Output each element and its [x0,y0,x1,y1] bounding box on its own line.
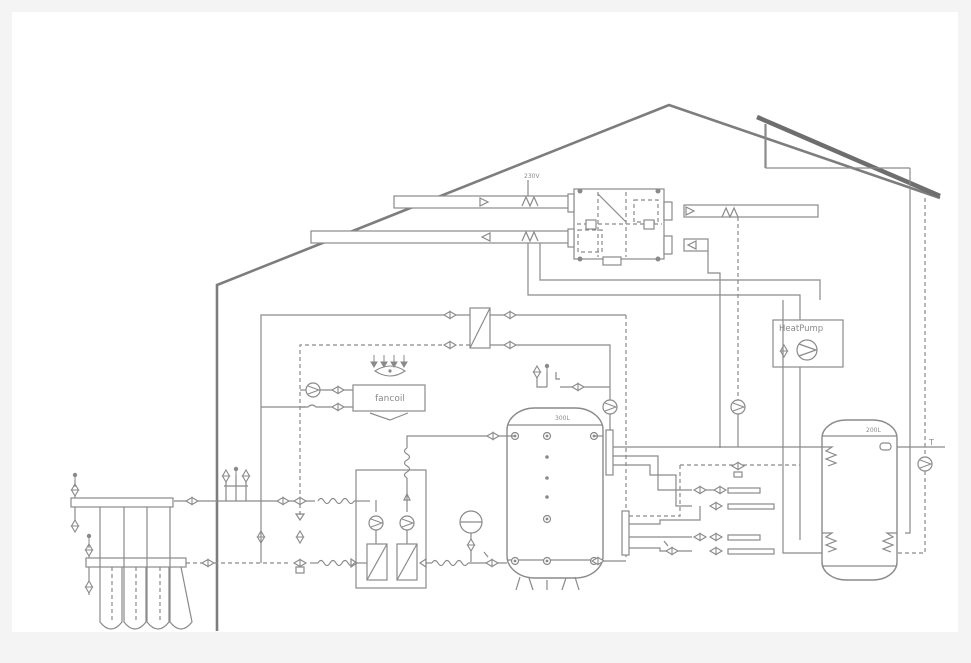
heat-pump: HeatPump [772,319,844,368]
expansion-vessel [459,510,483,562]
compressor-icon [796,339,818,361]
ventilation-unit: 230V [310,173,819,266]
fancoil-box [352,384,426,412]
main-piping [174,466,626,574]
fancoil-unit: fancoil [261,355,426,421]
heat-pump-label: HeatPump [779,324,823,334]
distribution-branches [605,300,822,556]
tank-large-label: 300L [555,415,570,422]
voltage-label: 230V [524,173,540,180]
tank-small-label: 200L [866,427,881,434]
fancoil-label: fancoil [375,394,405,404]
heat-source-module [355,447,427,589]
underfloor-manifold [70,472,193,630]
temperature-sensor-label: T [928,438,934,447]
dhw-tank: 200L T [821,419,945,581]
vent-piping [527,124,926,554]
